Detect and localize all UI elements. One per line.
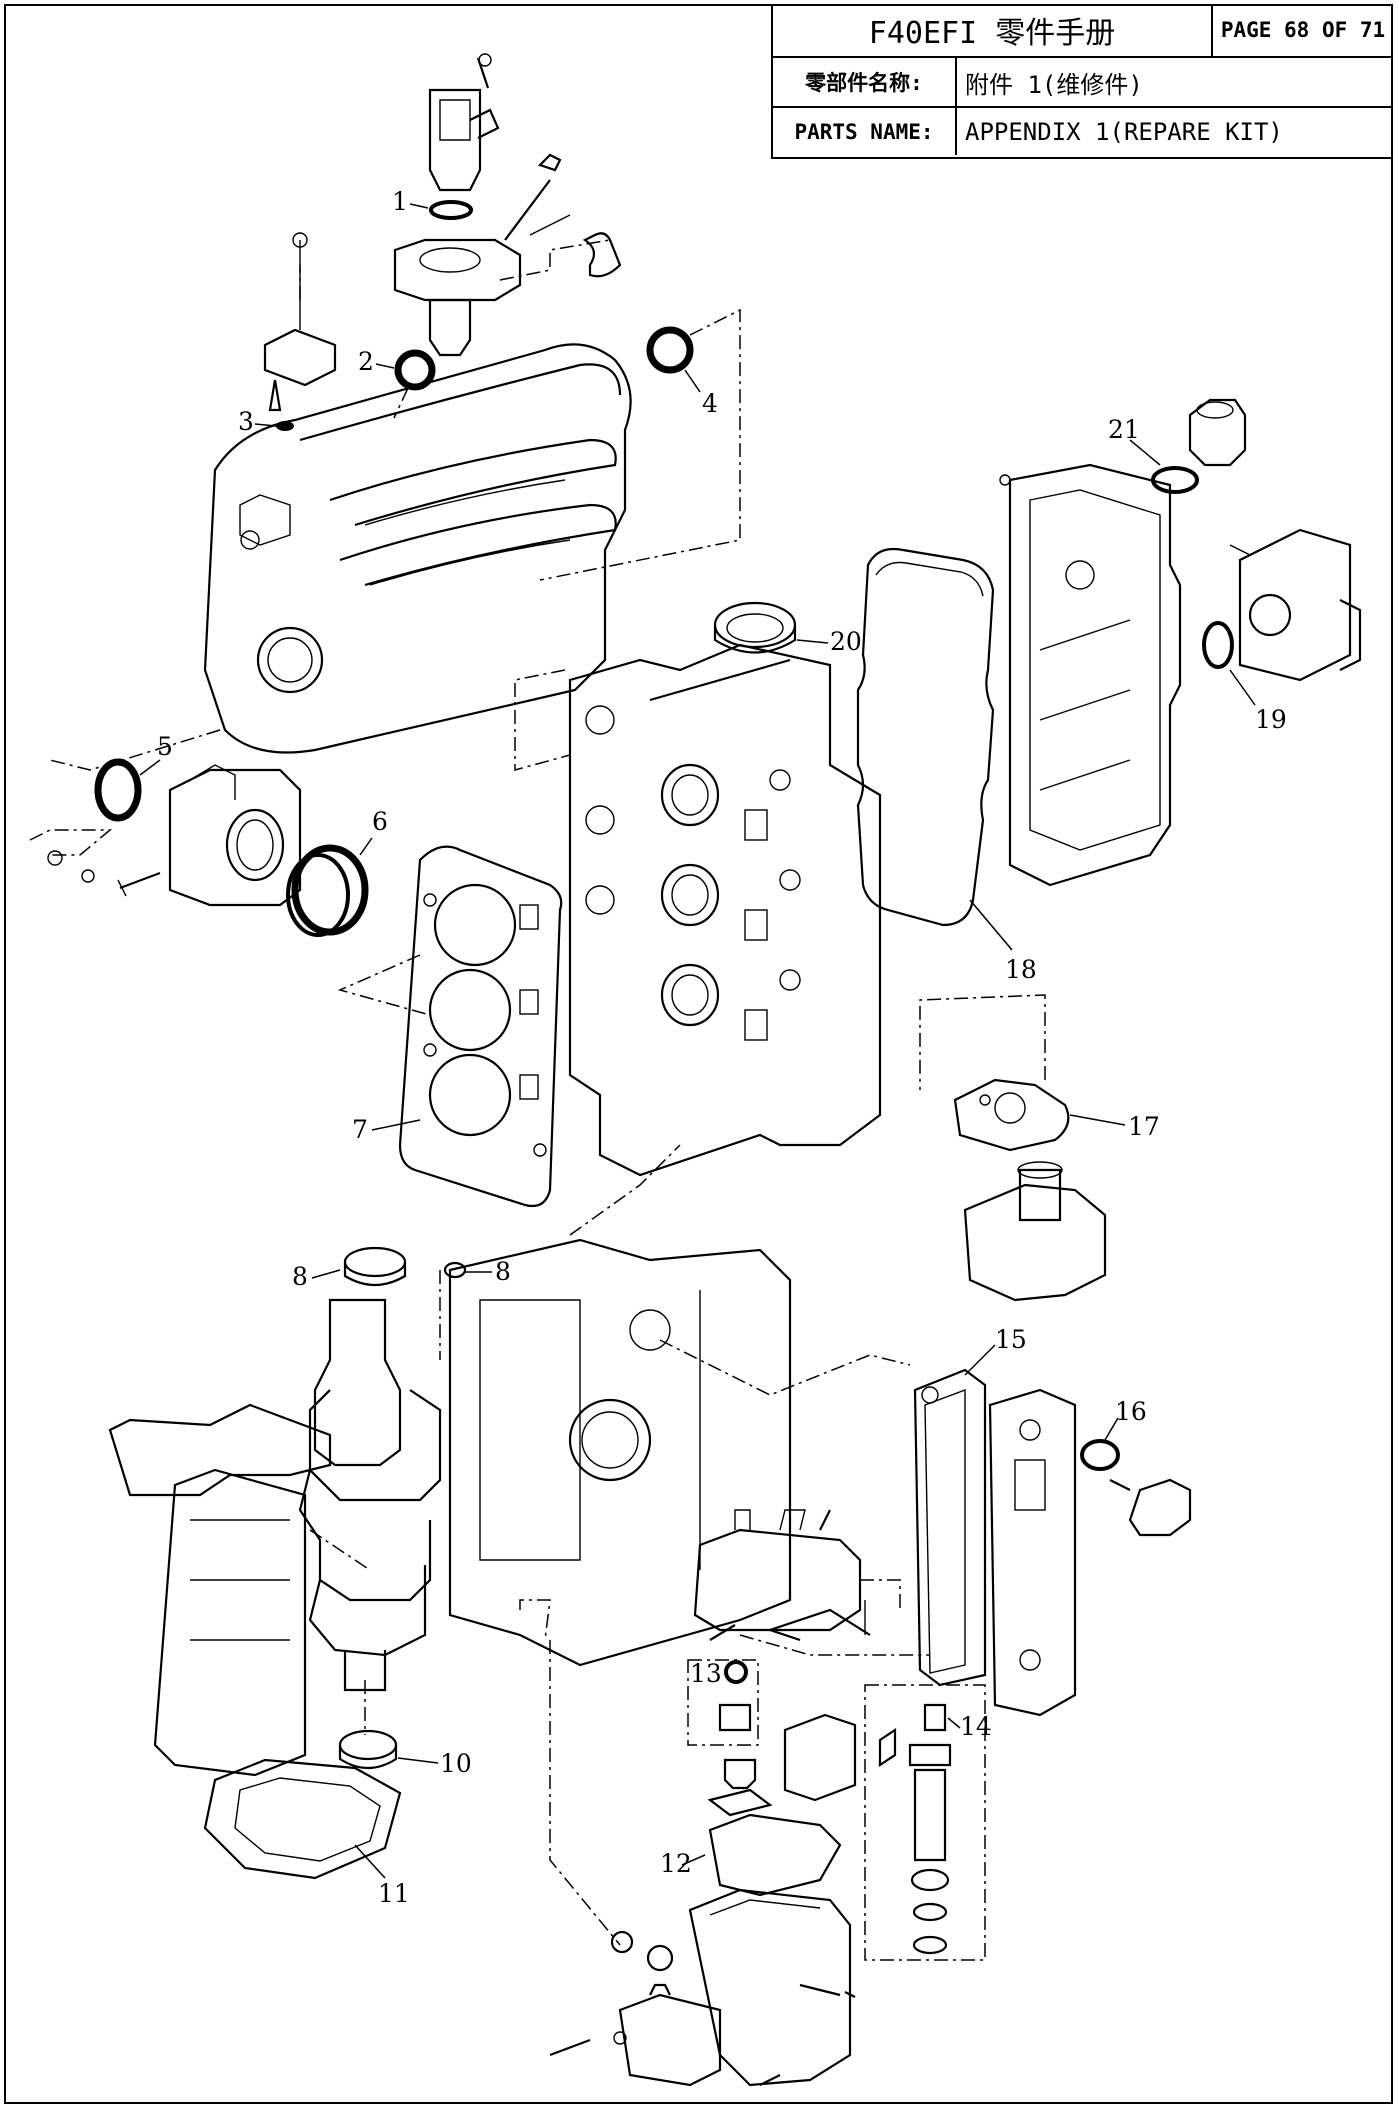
svg-text:19: 19 bbox=[1255, 705, 1287, 734]
svg-text:4: 4 bbox=[702, 389, 718, 418]
svg-text:2: 2 bbox=[358, 347, 374, 376]
svg-text:15: 15 bbox=[995, 1325, 1027, 1354]
callout-5: 5 bbox=[94, 732, 173, 822]
svg-text:18: 18 bbox=[1005, 955, 1037, 984]
callout-10: 10 bbox=[338, 1729, 472, 1778]
crankshaft bbox=[298, 1298, 442, 1735]
callout-14: 14 bbox=[739, 1634, 992, 1961]
oil-filler-cap bbox=[1188, 398, 1247, 467]
svg-text:20: 20 bbox=[830, 627, 862, 656]
vapor-separator-top bbox=[693, 1509, 901, 1635]
svg-text:7: 7 bbox=[352, 1115, 368, 1144]
svg-text:6: 6 bbox=[372, 807, 388, 836]
vapor-separator-body bbox=[519, 1599, 856, 2087]
callout-16: 16 bbox=[1080, 1397, 1192, 1537]
callout-21: 21 bbox=[1108, 415, 1199, 494]
fuel-injector-driver bbox=[549, 1983, 781, 2087]
throttle-body-upper bbox=[393, 153, 571, 357]
parts-name-en-row: PARTS NAME: APPENDIX 1(REPARE KIT) bbox=[773, 108, 1393, 155]
callout-1: 1 bbox=[392, 187, 473, 220]
throttle-body bbox=[49, 729, 302, 907]
throttle-bolts bbox=[29, 829, 161, 897]
svg-text:5: 5 bbox=[157, 732, 173, 761]
fuel-pump-mechanical bbox=[1229, 528, 1362, 682]
cylinder-head-cover-gasket bbox=[856, 547, 995, 927]
callout-8-seal: 8 bbox=[292, 1246, 407, 1291]
parts-name-cn-value: 附件 1(维修件) bbox=[965, 70, 1143, 99]
svg-text:14: 14 bbox=[960, 1712, 992, 1741]
manual-title: F40EFI 零件手册 bbox=[773, 4, 1213, 56]
intake-manifold bbox=[203, 343, 632, 754]
map-sensor bbox=[263, 232, 337, 412]
svg-text:21: 21 bbox=[1108, 415, 1140, 444]
svg-text:10: 10 bbox=[440, 1749, 472, 1778]
callout-18: 18 bbox=[969, 899, 1037, 984]
callout-15: 15 bbox=[964, 1325, 1027, 1376]
callout-17: 17 bbox=[919, 994, 1160, 1152]
callout-4: 4 bbox=[539, 308, 741, 581]
cylinder-head-gasket bbox=[337, 845, 563, 1208]
cylinder-head-cover bbox=[999, 463, 1182, 887]
svg-text:1: 1 bbox=[392, 187, 408, 216]
parts-name-cn-label: 零部件名称: bbox=[773, 58, 957, 106]
svg-text:16: 16 bbox=[1115, 1397, 1147, 1426]
callout-20: 20 bbox=[713, 601, 862, 656]
fuel-filter bbox=[707, 1608, 871, 1817]
svg-text:8: 8 bbox=[292, 1262, 308, 1291]
svg-text:3: 3 bbox=[238, 407, 254, 436]
callout-12: 12 bbox=[660, 1813, 842, 1897]
callout-19: 19 bbox=[1202, 621, 1287, 734]
parts-name-en-value: APPENDIX 1(REPARE KIT) bbox=[965, 117, 1283, 146]
parts-name-en-label: PARTS NAME: bbox=[773, 108, 957, 155]
idle-air-control-valve bbox=[428, 53, 500, 192]
svg-text:8: 8 bbox=[495, 1257, 511, 1286]
callout-11: 11 bbox=[203, 1758, 410, 1908]
svg-text:17: 17 bbox=[1128, 1112, 1160, 1141]
title-row: F40EFI 零件手册 PAGE 68 OF 71 bbox=[773, 4, 1393, 58]
cylinder-block bbox=[448, 1144, 911, 1667]
cylinder-head bbox=[514, 643, 882, 1177]
svg-text:11: 11 bbox=[378, 1879, 410, 1908]
exhaust-cover-gasket bbox=[913, 1368, 987, 1687]
thermostat-cover bbox=[963, 1161, 1107, 1302]
callout-6: 6 bbox=[286, 807, 388, 937]
page-frame bbox=[4, 4, 1393, 2104]
exhaust-cover bbox=[988, 1388, 1077, 1717]
svg-text:13: 13 bbox=[690, 1659, 722, 1688]
title-block: F40EFI 零件手册 PAGE 68 OF 71 零部件名称: 附件 1(维修… bbox=[771, 4, 1393, 159]
callout-8-key: 8 bbox=[439, 1257, 511, 1360]
callout-7: 7 bbox=[352, 1115, 421, 1144]
lower-case-bracket bbox=[108, 1403, 371, 1777]
callout-13: 13 bbox=[687, 1624, 759, 1746]
fuel-cooler bbox=[783, 1713, 857, 1802]
breather-hose bbox=[499, 232, 622, 281]
page-number: PAGE 68 OF 71 bbox=[1220, 18, 1386, 42]
parts-name-cn-row: 零部件名称: 附件 1(维修件) bbox=[773, 58, 1393, 108]
